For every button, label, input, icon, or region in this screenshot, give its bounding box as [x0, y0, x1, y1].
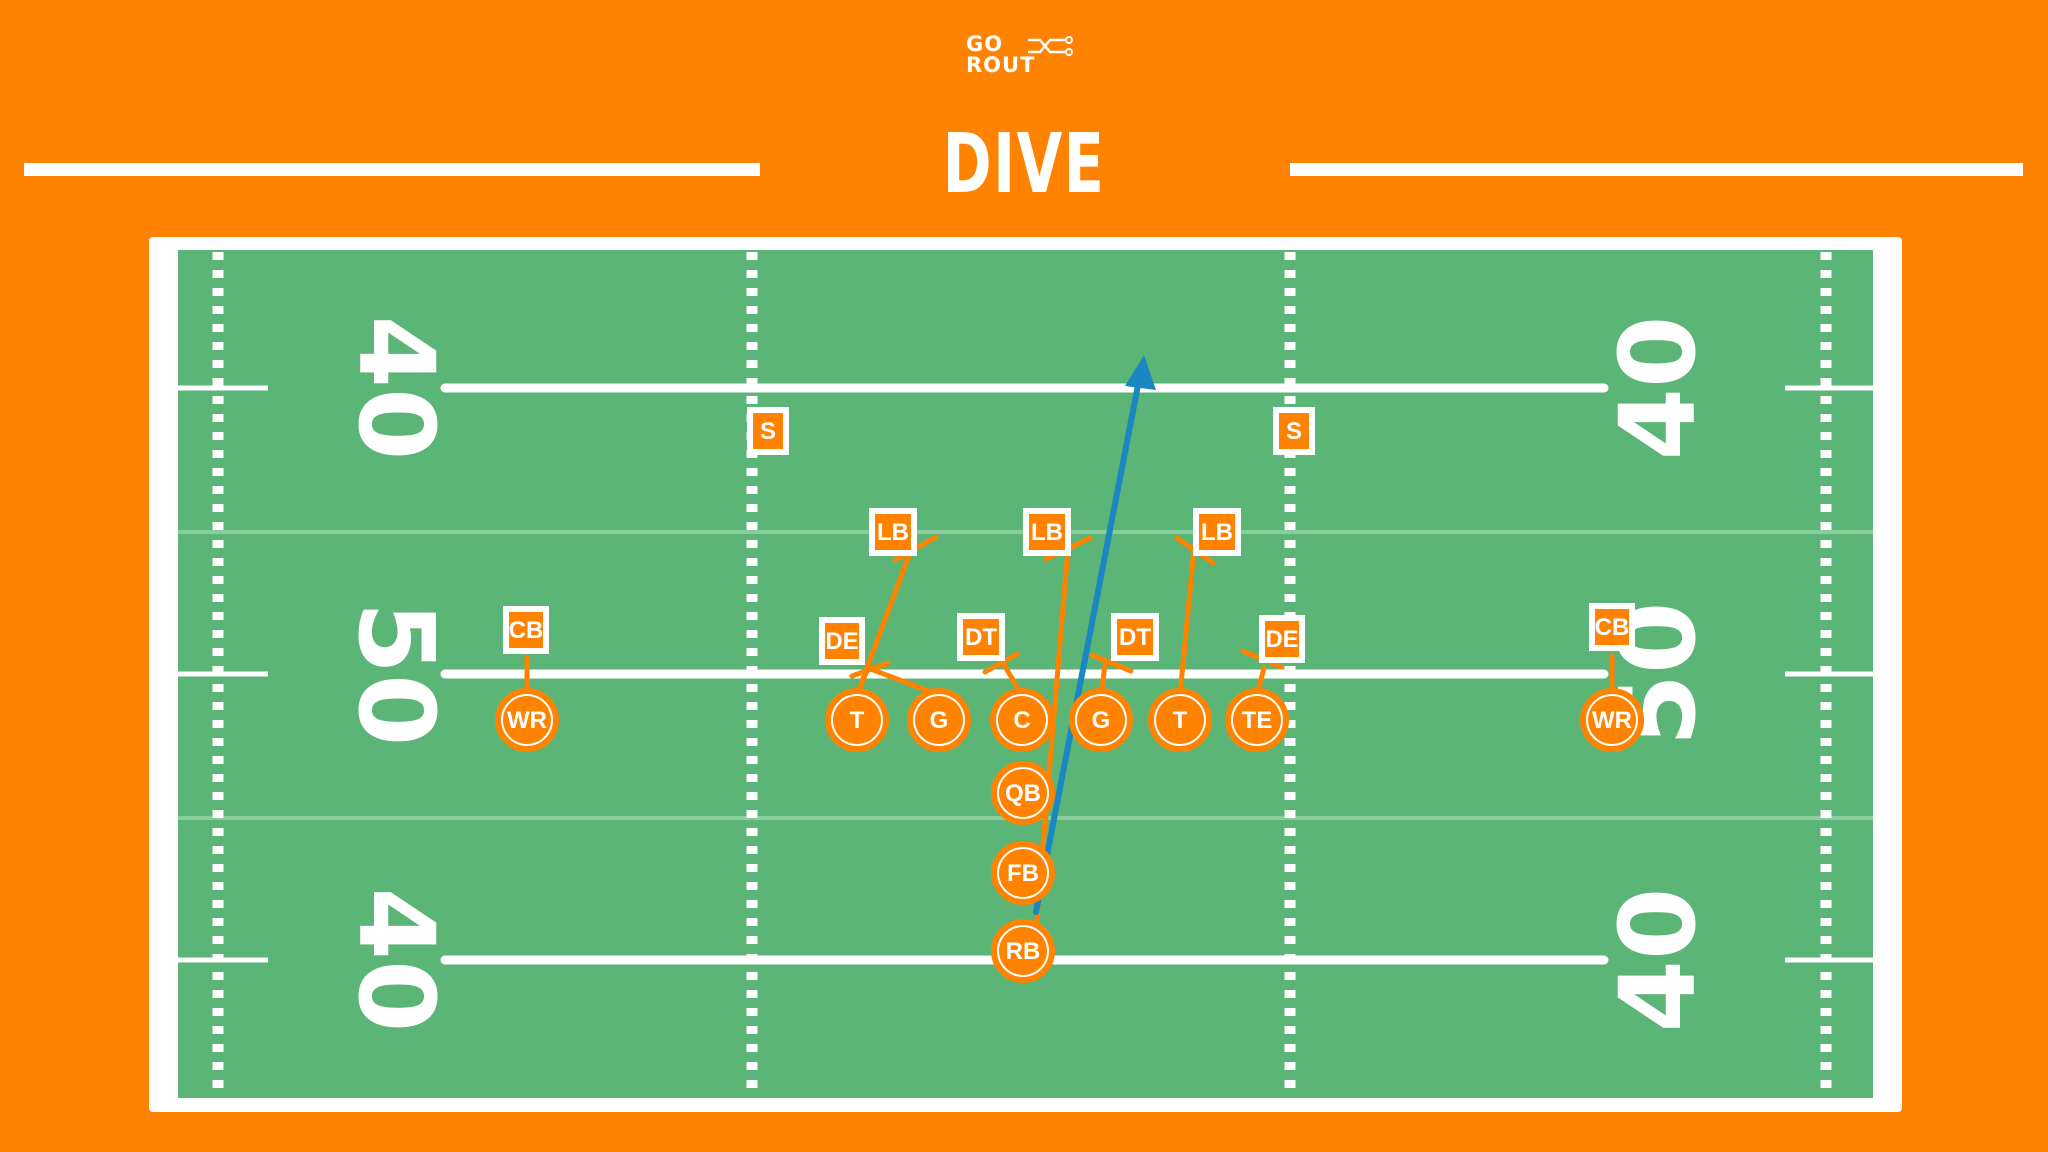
defense-label-de-left: DE — [825, 628, 858, 655]
offense-label-lt: T — [850, 707, 865, 734]
title-rule-right — [1290, 163, 2023, 176]
defense-label-lb-mid: LB — [1031, 519, 1063, 546]
defense-box — [503, 606, 549, 654]
defense-box — [819, 617, 865, 665]
defense-box — [1589, 603, 1635, 651]
offense-fill — [999, 927, 1047, 975]
rt-block-path — [1177, 546, 1197, 698]
play-title: DIVE — [942, 117, 1106, 212]
offense-player-rg: G — [1069, 688, 1133, 752]
defense-box — [747, 407, 789, 455]
offense-fill — [998, 696, 1046, 744]
defense-box — [957, 613, 1005, 661]
title-rule-left — [24, 163, 760, 176]
offense-label-te: TE — [1242, 707, 1273, 734]
defense-player-s-right: S — [1273, 407, 1315, 455]
offense-label-rb: RB — [1006, 938, 1041, 965]
defense-box — [1259, 615, 1305, 663]
logo-text-rout: ROUT — [966, 53, 1036, 77]
yard-number-left-bottom: 40 — [335, 888, 457, 1033]
defense-box — [869, 508, 917, 556]
defense-label-cb-left: CB — [509, 617, 544, 644]
offense-player-c: C — [990, 688, 1054, 752]
offense-player-fb: FB — [991, 841, 1055, 905]
defense-label-dt-left: DT — [965, 624, 997, 651]
offense-fill — [999, 849, 1047, 897]
defense-player-lb-right: LB — [1193, 508, 1241, 556]
defense-box — [1023, 508, 1071, 556]
route-arrow-icon — [1125, 355, 1156, 390]
gorout-logo: GO ROUT — [966, 34, 1076, 82]
offense-player-wr-left: WR — [495, 688, 559, 752]
offense-player-te: TE — [1225, 688, 1289, 752]
offense-fill — [999, 769, 1047, 817]
offense-fill — [1588, 696, 1636, 744]
offense-label-wr-right: WR — [1592, 707, 1632, 734]
offense-label-lg: G — [930, 707, 949, 734]
logo-text-go: GO — [966, 32, 1004, 56]
offense-fill — [503, 696, 551, 744]
defense-label-s-left: S — [760, 418, 776, 445]
players: WR T G C G T TE WR QB FB RB CB S S LB LB LB DE DT DT DE CB — [495, 407, 1644, 983]
offense-fill — [1077, 696, 1125, 744]
offense-label-fb: FB — [1007, 860, 1039, 887]
dive-route — [1033, 355, 1156, 915]
offense-label-c: C — [1013, 707, 1030, 734]
defense-label-lb-right: LB — [1201, 519, 1233, 546]
yard-number-left-top: 40 — [335, 316, 457, 461]
route-line — [1033, 377, 1142, 915]
defense-player-s-left: S — [747, 407, 789, 455]
offense-label-wr-left: WR — [507, 707, 547, 734]
offense-fill — [1156, 696, 1204, 744]
offense-player-rt: T — [1148, 688, 1212, 752]
offense-player-lg: G — [907, 688, 971, 752]
yard-number-right-top: 40 — [1597, 316, 1719, 461]
offense-player-lt: T — [825, 688, 889, 752]
logo-route-icon — [1028, 36, 1073, 56]
defense-label-dt-right: DT — [1119, 624, 1151, 651]
defense-player-de-right: DE — [1259, 615, 1305, 663]
field-lines — [178, 252, 1873, 1096]
defense-box — [1193, 508, 1241, 556]
defense-player-cb-left: CB — [503, 606, 549, 654]
rg-block-end — [1089, 652, 1134, 674]
defense-player-de-left: DE — [819, 617, 865, 665]
defense-box — [1111, 613, 1159, 661]
offense-fill — [833, 696, 881, 744]
defense-box — [1273, 407, 1315, 455]
offense-player-rb: RB — [991, 919, 1055, 983]
yard-number-right-bottom: 40 — [1597, 888, 1719, 1033]
offense-label-rg: G — [1092, 707, 1111, 734]
defense-player-lb-left: LB — [869, 508, 917, 556]
defense-label-cb-right: CB — [1595, 614, 1630, 641]
defense-label-lb-left: LB — [877, 519, 909, 546]
defense-player-dt-left: DT — [957, 613, 1005, 661]
yard-number-left-middle: 50 — [335, 602, 457, 747]
offense-label-rt: T — [1173, 707, 1188, 734]
defense-player-dt-right: DT — [1111, 613, 1159, 661]
offense-fill — [915, 696, 963, 744]
defense-label-s-right: S — [1286, 418, 1302, 445]
offense-player-wr-right: WR — [1580, 688, 1644, 752]
c-block-end — [982, 651, 1020, 675]
offense-player-qb: QB — [991, 761, 1055, 825]
defense-player-lb-mid: LB — [1023, 508, 1071, 556]
offense-fill — [1233, 696, 1281, 744]
offense-label-qb: QB — [1005, 780, 1041, 807]
defense-player-cb-right: CB — [1589, 603, 1635, 651]
defense-label-de-right: DE — [1265, 626, 1298, 653]
